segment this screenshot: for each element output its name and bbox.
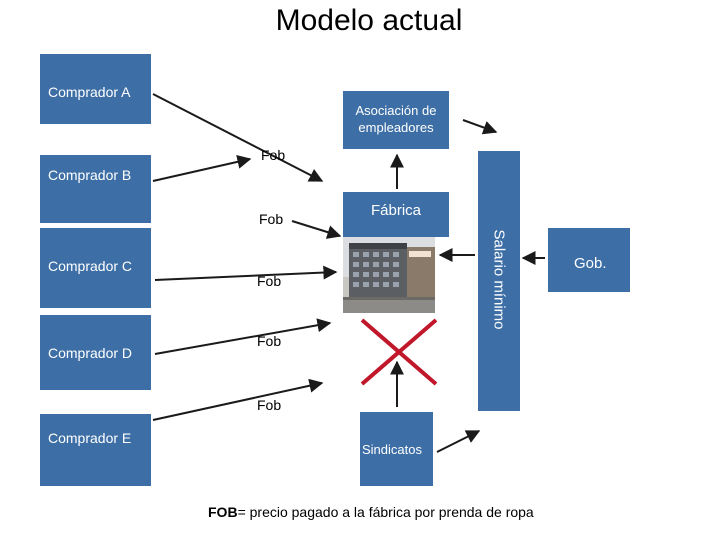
arrow-a-to-fob — [152, 93, 324, 182]
minimum-wage-box: Salario mínimo — [478, 151, 520, 411]
factory-image — [343, 237, 435, 313]
fob-term: FOB — [208, 504, 238, 520]
page-title: Modelo actual — [275, 4, 463, 37]
government-box: Gob. — [548, 228, 630, 292]
buyer-label-d: Comprador D — [48, 345, 133, 361]
unions-label: Sindicatos — [362, 442, 422, 457]
arrow-e-to-fob — [152, 378, 324, 421]
fob-definition-text: = precio pagado a la fábrica por prenda … — [237, 504, 534, 520]
buyer-box-e: Comprador E — [40, 414, 151, 486]
employers-association-box: Asociación de empleadores — [343, 91, 449, 149]
fob-definition: FOB= precio pagado a la fábrica por pren… — [208, 504, 534, 520]
buyer-label-a: Comprador A — [48, 84, 131, 100]
employers-association-label: Asociación de empleadores — [355, 103, 437, 135]
buyer-label-e: Comprador E — [48, 430, 132, 446]
arrow-association-to-wage — [462, 119, 498, 135]
buyer-box-a: Comprador A — [40, 54, 151, 124]
buyer-box-d: Comprador D — [40, 315, 151, 390]
buyer-box-b: Comprador B — [40, 155, 151, 223]
arrow-d-to-fob — [154, 318, 332, 355]
fob-label-4: Fob — [257, 333, 282, 349]
fob-label-2: Fob — [259, 211, 284, 227]
arrow-unions-to-wage — [436, 430, 481, 453]
factory-label: Fábrica — [370, 202, 422, 219]
factory-box: Fábrica — [343, 192, 449, 237]
arrow-fob-to-factory — [291, 220, 342, 239]
buyer-label-b: Comprador B — [48, 167, 132, 183]
arrow-c-to-fob — [154, 265, 338, 281]
government-label: Gob. — [574, 255, 607, 272]
fob-label-1: Fob — [261, 147, 286, 163]
fob-label-5: Fob — [257, 397, 282, 413]
buyer-box-c: Comprador C — [40, 228, 151, 308]
arrow-b-to-fob — [152, 154, 252, 182]
buyer-label-c: Comprador C — [48, 258, 133, 274]
cross-mark — [360, 318, 438, 386]
fob-label-3: Fob — [257, 273, 282, 289]
unions-box: Sindicatos — [360, 412, 433, 486]
